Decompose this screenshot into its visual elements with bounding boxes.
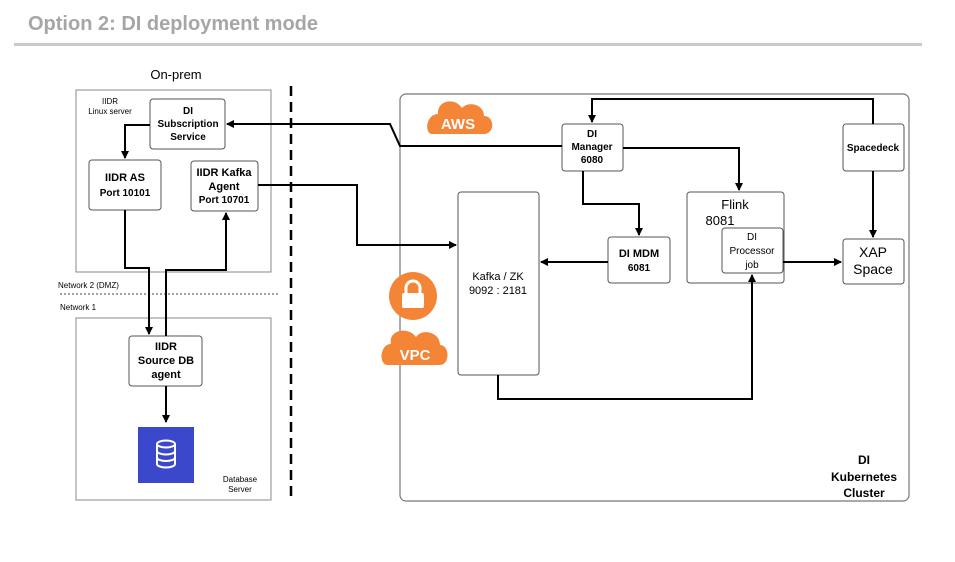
- vpc-cloud-icon: VPC: [381, 330, 448, 365]
- svg-text:DI: DI: [183, 106, 193, 117]
- svg-text:IIDR Kafka: IIDR Kafka: [196, 167, 252, 179]
- svg-text:DI: DI: [747, 232, 757, 243]
- onprem-label: On-prem: [150, 67, 201, 82]
- aws-label: AWS: [441, 116, 475, 133]
- svg-text:Port 10701: Port 10701: [199, 195, 250, 206]
- di-manager-node: DI Manager 6080: [561, 123, 624, 172]
- spacedeck-node: Spacedeck: [842, 123, 905, 172]
- svg-text:6080: 6080: [581, 155, 604, 166]
- arrow-source-db-to-kafka-agent: [165, 212, 230, 336]
- arrow-iidr-as-to-source-db: [124, 210, 153, 335]
- di-mdm-node: DI MDM 6081: [607, 236, 671, 284]
- arrow-manager-to-subscription: [226, 120, 562, 147]
- svg-text:Service: Service: [170, 132, 206, 143]
- network2-label: Network 2 (DMZ): [58, 281, 119, 290]
- svg-text:Processor: Processor: [729, 246, 775, 257]
- svg-text:DI: DI: [587, 129, 597, 140]
- svg-text:Manager: Manager: [571, 142, 612, 153]
- di-processor-job-node: DI Processor job: [721, 227, 784, 274]
- db-server-label-2: Server: [228, 485, 252, 494]
- svg-text:Kafka / ZK: Kafka / ZK: [472, 271, 524, 283]
- xap-space-node: XAP Space: [842, 238, 905, 285]
- arrow-spacedeck-to-manager: [588, 98, 874, 124]
- svg-text:IIDR: IIDR: [155, 341, 177, 353]
- iidr-source-db-agent-node: IIDR Source DB agent: [128, 335, 203, 387]
- linux-server-label-2: Linux server: [88, 107, 132, 116]
- arrow-manager-to-mdm: [582, 171, 643, 236]
- svg-text:XAP: XAP: [859, 244, 887, 260]
- svg-text:Cluster: Cluster: [843, 486, 885, 500]
- arrow-subscription-to-iidr-as: [121, 124, 150, 159]
- svg-text:agent: agent: [151, 369, 181, 381]
- svg-text:Source DB: Source DB: [138, 355, 194, 367]
- svg-text:Agent: Agent: [208, 181, 240, 193]
- vpc-label: VPC: [400, 347, 431, 364]
- svg-text:6081: 6081: [628, 263, 651, 274]
- lock-icon: [389, 272, 437, 320]
- arrow-kafka-to-processor: [497, 274, 756, 400]
- svg-text:DI: DI: [858, 453, 870, 467]
- svg-text:Kubernetes: Kubernetes: [831, 470, 897, 484]
- page-title: Option 2: DI deployment mode: [28, 13, 318, 35]
- database-icon: [138, 427, 194, 483]
- cluster-label: DI Kubernetes Cluster: [831, 453, 897, 500]
- title-underline: [14, 43, 922, 46]
- svg-text:DI MDM: DI MDM: [619, 248, 659, 260]
- svg-text:IIDR AS: IIDR AS: [105, 172, 145, 184]
- linux-server-label-1: IIDR: [102, 97, 118, 106]
- kafka-zk-node: Kafka / ZK 9092 : 2181: [457, 191, 540, 376]
- svg-text:Port 10101: Port 10101: [100, 188, 151, 199]
- network1-label: Network 1: [60, 303, 97, 312]
- svg-text:9092 : 2181: 9092 : 2181: [469, 285, 527, 297]
- svg-text:8081: 8081: [706, 213, 735, 228]
- aws-cloud-icon: AWS: [427, 101, 493, 134]
- svg-text:Subscription: Subscription: [157, 119, 218, 130]
- iidr-kafka-agent-node: IIDR Kafka Agent Port 10701: [190, 160, 259, 212]
- svg-text:Spacedeck: Spacedeck: [847, 143, 900, 154]
- di-subscription-node: DI Subscription Service: [149, 98, 226, 150]
- arrow-manager-to-flink: [623, 147, 743, 191]
- arrow-kafka-agent-to-kafka: [258, 184, 457, 249]
- svg-text:job: job: [744, 260, 759, 271]
- svg-text:Flink: Flink: [721, 197, 749, 212]
- svg-text:Space: Space: [853, 261, 893, 277]
- db-server-label-1: Database: [223, 475, 258, 484]
- connectors: [121, 98, 877, 423]
- iidr-as-node: IIDR AS Port 10101: [88, 159, 162, 211]
